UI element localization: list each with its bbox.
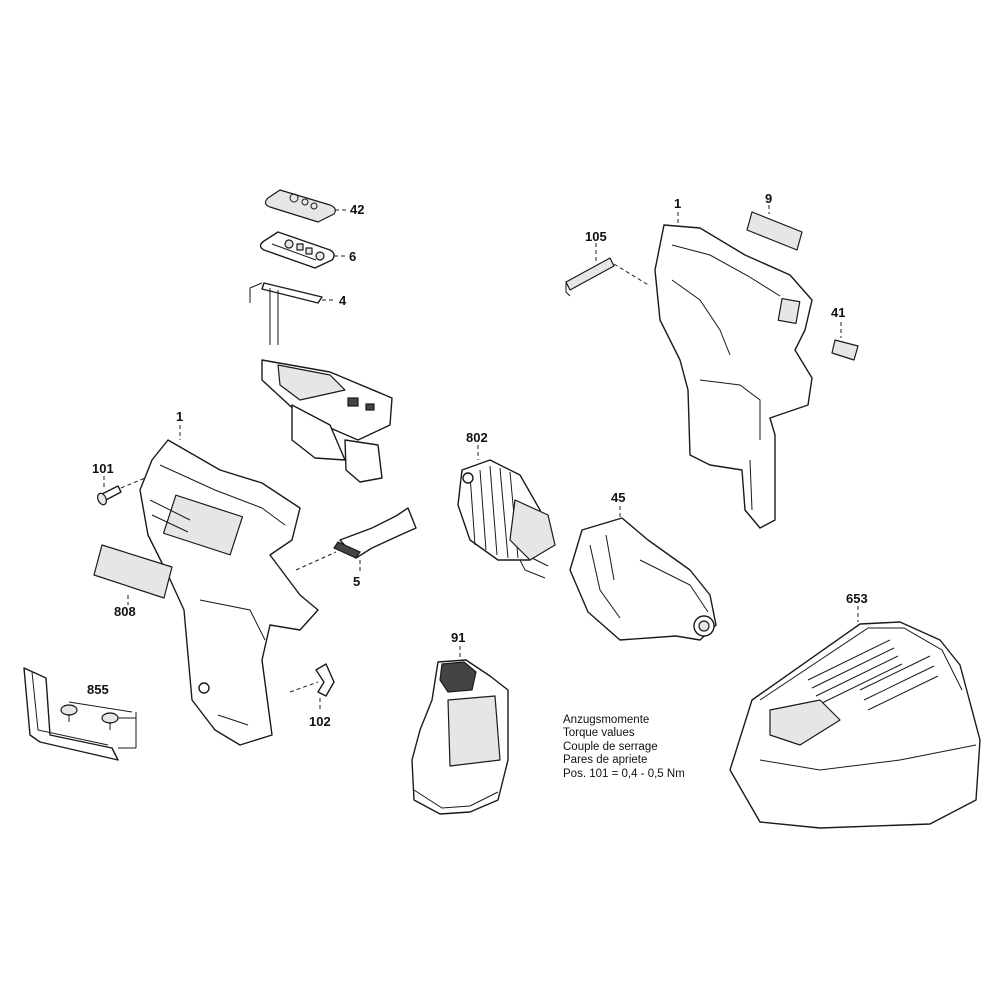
part-1-right-housing (654, 212, 813, 529)
label-91: 91 (451, 630, 465, 645)
part-1-left-housing (139, 425, 319, 746)
screw-a (60, 704, 78, 722)
label-4: 4 (339, 293, 347, 308)
label-5: 5 (353, 574, 360, 589)
part-802-motor (457, 445, 556, 579)
torque-line-value: Pos. 101 = 0,4 - 0,5 Nm (563, 767, 685, 780)
torque-line-fr: Couple de serrage (563, 740, 658, 753)
part-653-charger (729, 606, 981, 829)
label-105: 105 (585, 229, 607, 244)
label-1-right: 1 (674, 196, 681, 211)
charger-vents-left (807, 639, 903, 705)
label-42: 42 (350, 202, 364, 217)
label-808: 808 (114, 604, 136, 619)
torque-line-de: Anzugsmomente (563, 714, 650, 726)
part-6-button-panel (259, 231, 346, 269)
torque-values-note: Anzugsmomente Torque values Couple de se… (563, 714, 685, 781)
label-9: 9 (765, 191, 772, 206)
part-91-battery (411, 646, 509, 815)
label-855: 855 (87, 682, 109, 697)
torque-line-en: Torque values (563, 727, 635, 740)
part-105-plate (565, 243, 651, 297)
part-4-switch-module (249, 282, 393, 483)
part-42-membrane (264, 189, 346, 223)
screw-b (101, 712, 119, 730)
label-653: 653 (846, 591, 868, 606)
torque-line-es: Pares de apriete (563, 754, 648, 767)
label-101: 101 (92, 461, 114, 476)
label-102: 102 (309, 714, 331, 729)
charger-vents-right (859, 655, 939, 711)
label-1-left: 1 (176, 409, 183, 424)
part-855-belt-clip (23, 667, 137, 761)
label-45: 45 (611, 490, 625, 505)
part-101-screw (96, 476, 146, 506)
part-5-slide-switch (295, 507, 417, 572)
label-6: 6 (349, 249, 356, 264)
part-102-clip (289, 663, 335, 710)
label-41: 41 (831, 305, 845, 320)
part-45-gearbox (569, 506, 717, 641)
part-41-pad (831, 322, 859, 361)
part-9-label (746, 205, 803, 251)
part-808-label (93, 544, 173, 605)
label-802: 802 (466, 430, 488, 445)
